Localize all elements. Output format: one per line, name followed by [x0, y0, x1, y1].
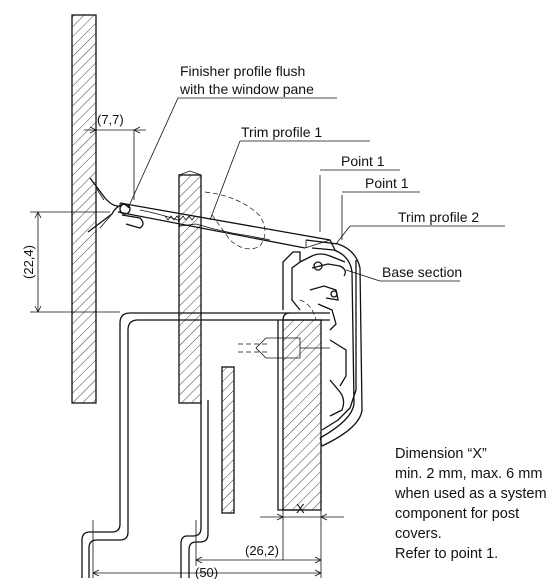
base-section — [282, 251, 357, 431]
trim-profile-1-label: Trim profile 1 — [241, 124, 322, 140]
note-line-2: min. 2 mm, max. 6 mm — [395, 466, 543, 482]
point-1-label-b: Point 1 — [365, 175, 409, 191]
dimension-50-label: (50) — [195, 565, 218, 579]
finisher-profile — [87, 177, 144, 233]
dimension-22-4: (22,4) — [21, 211, 120, 313]
fastener-arrow — [255, 337, 330, 359]
dimension-x-label: X — [296, 501, 305, 516]
post-section — [282, 319, 322, 511]
dimension-26-2-label: (26,2) — [245, 543, 279, 558]
point-1-lines — [319, 175, 343, 240]
finisher-label-line2: with the window pane — [179, 81, 314, 97]
dimension-50: (50) — [92, 520, 322, 579]
base-section-label: Base section — [382, 264, 462, 280]
note-line-5: covers. — [395, 526, 442, 542]
middle-pane — [178, 170, 202, 404]
window-pane — [71, 14, 97, 404]
dimension-7-7: (7,7) — [84, 112, 146, 200]
trim-profile-2-label: Trim profile 2 — [398, 209, 479, 225]
dimension-22-4-label: (22,4) — [21, 245, 36, 279]
finisher-label-line1: Finisher profile flush — [180, 63, 305, 79]
phantom-lines — [204, 191, 317, 353]
frame-profile — [81, 312, 330, 578]
dimension-x: X — [260, 486, 344, 560]
trim-profile-1 — [117, 202, 336, 251]
point-1-label-a: Point 1 — [341, 153, 385, 169]
dimension-note: Dimension “X” min. 2 mm, max. 6 mm when … — [395, 444, 559, 564]
note-line-1: Dimension “X” — [395, 446, 487, 462]
note-line-4: component for post — [395, 506, 520, 522]
dimension-7-7-label: (7,7) — [97, 112, 124, 127]
lower-strip — [221, 366, 235, 514]
dimension-26-2: (26,2) — [195, 520, 322, 566]
note-line-3: when used as a system — [395, 486, 547, 502]
note-line-6: Refer to point 1. — [395, 546, 499, 562]
leader-lines — [127, 97, 505, 282]
